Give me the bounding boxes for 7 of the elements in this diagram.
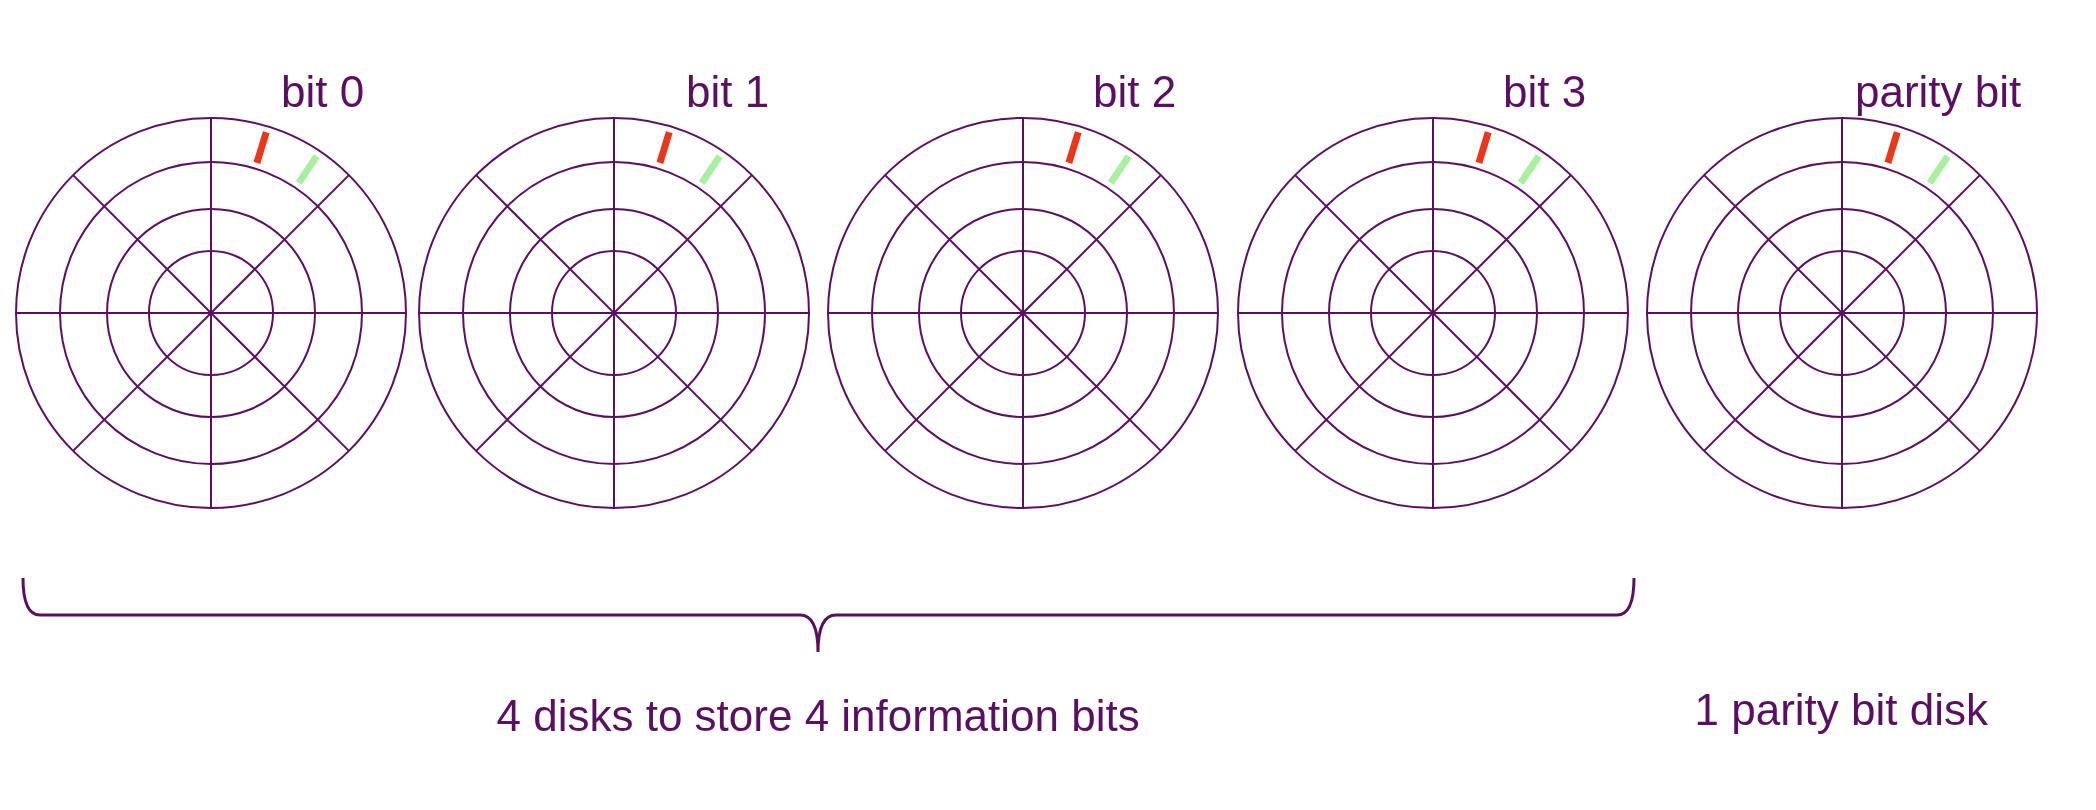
disk-label: bit 1 bbox=[686, 70, 770, 114]
caption-text: 1 parity bit disk bbox=[1694, 688, 1988, 732]
disk-label: bit 3 bbox=[1503, 70, 1587, 114]
caption-text: 4 disks to store 4 information bits bbox=[496, 694, 1140, 738]
disk-label: bit 2 bbox=[1093, 70, 1177, 114]
disk-label: parity bit bbox=[1855, 70, 2022, 114]
disk-label: bit 0 bbox=[281, 70, 365, 114]
